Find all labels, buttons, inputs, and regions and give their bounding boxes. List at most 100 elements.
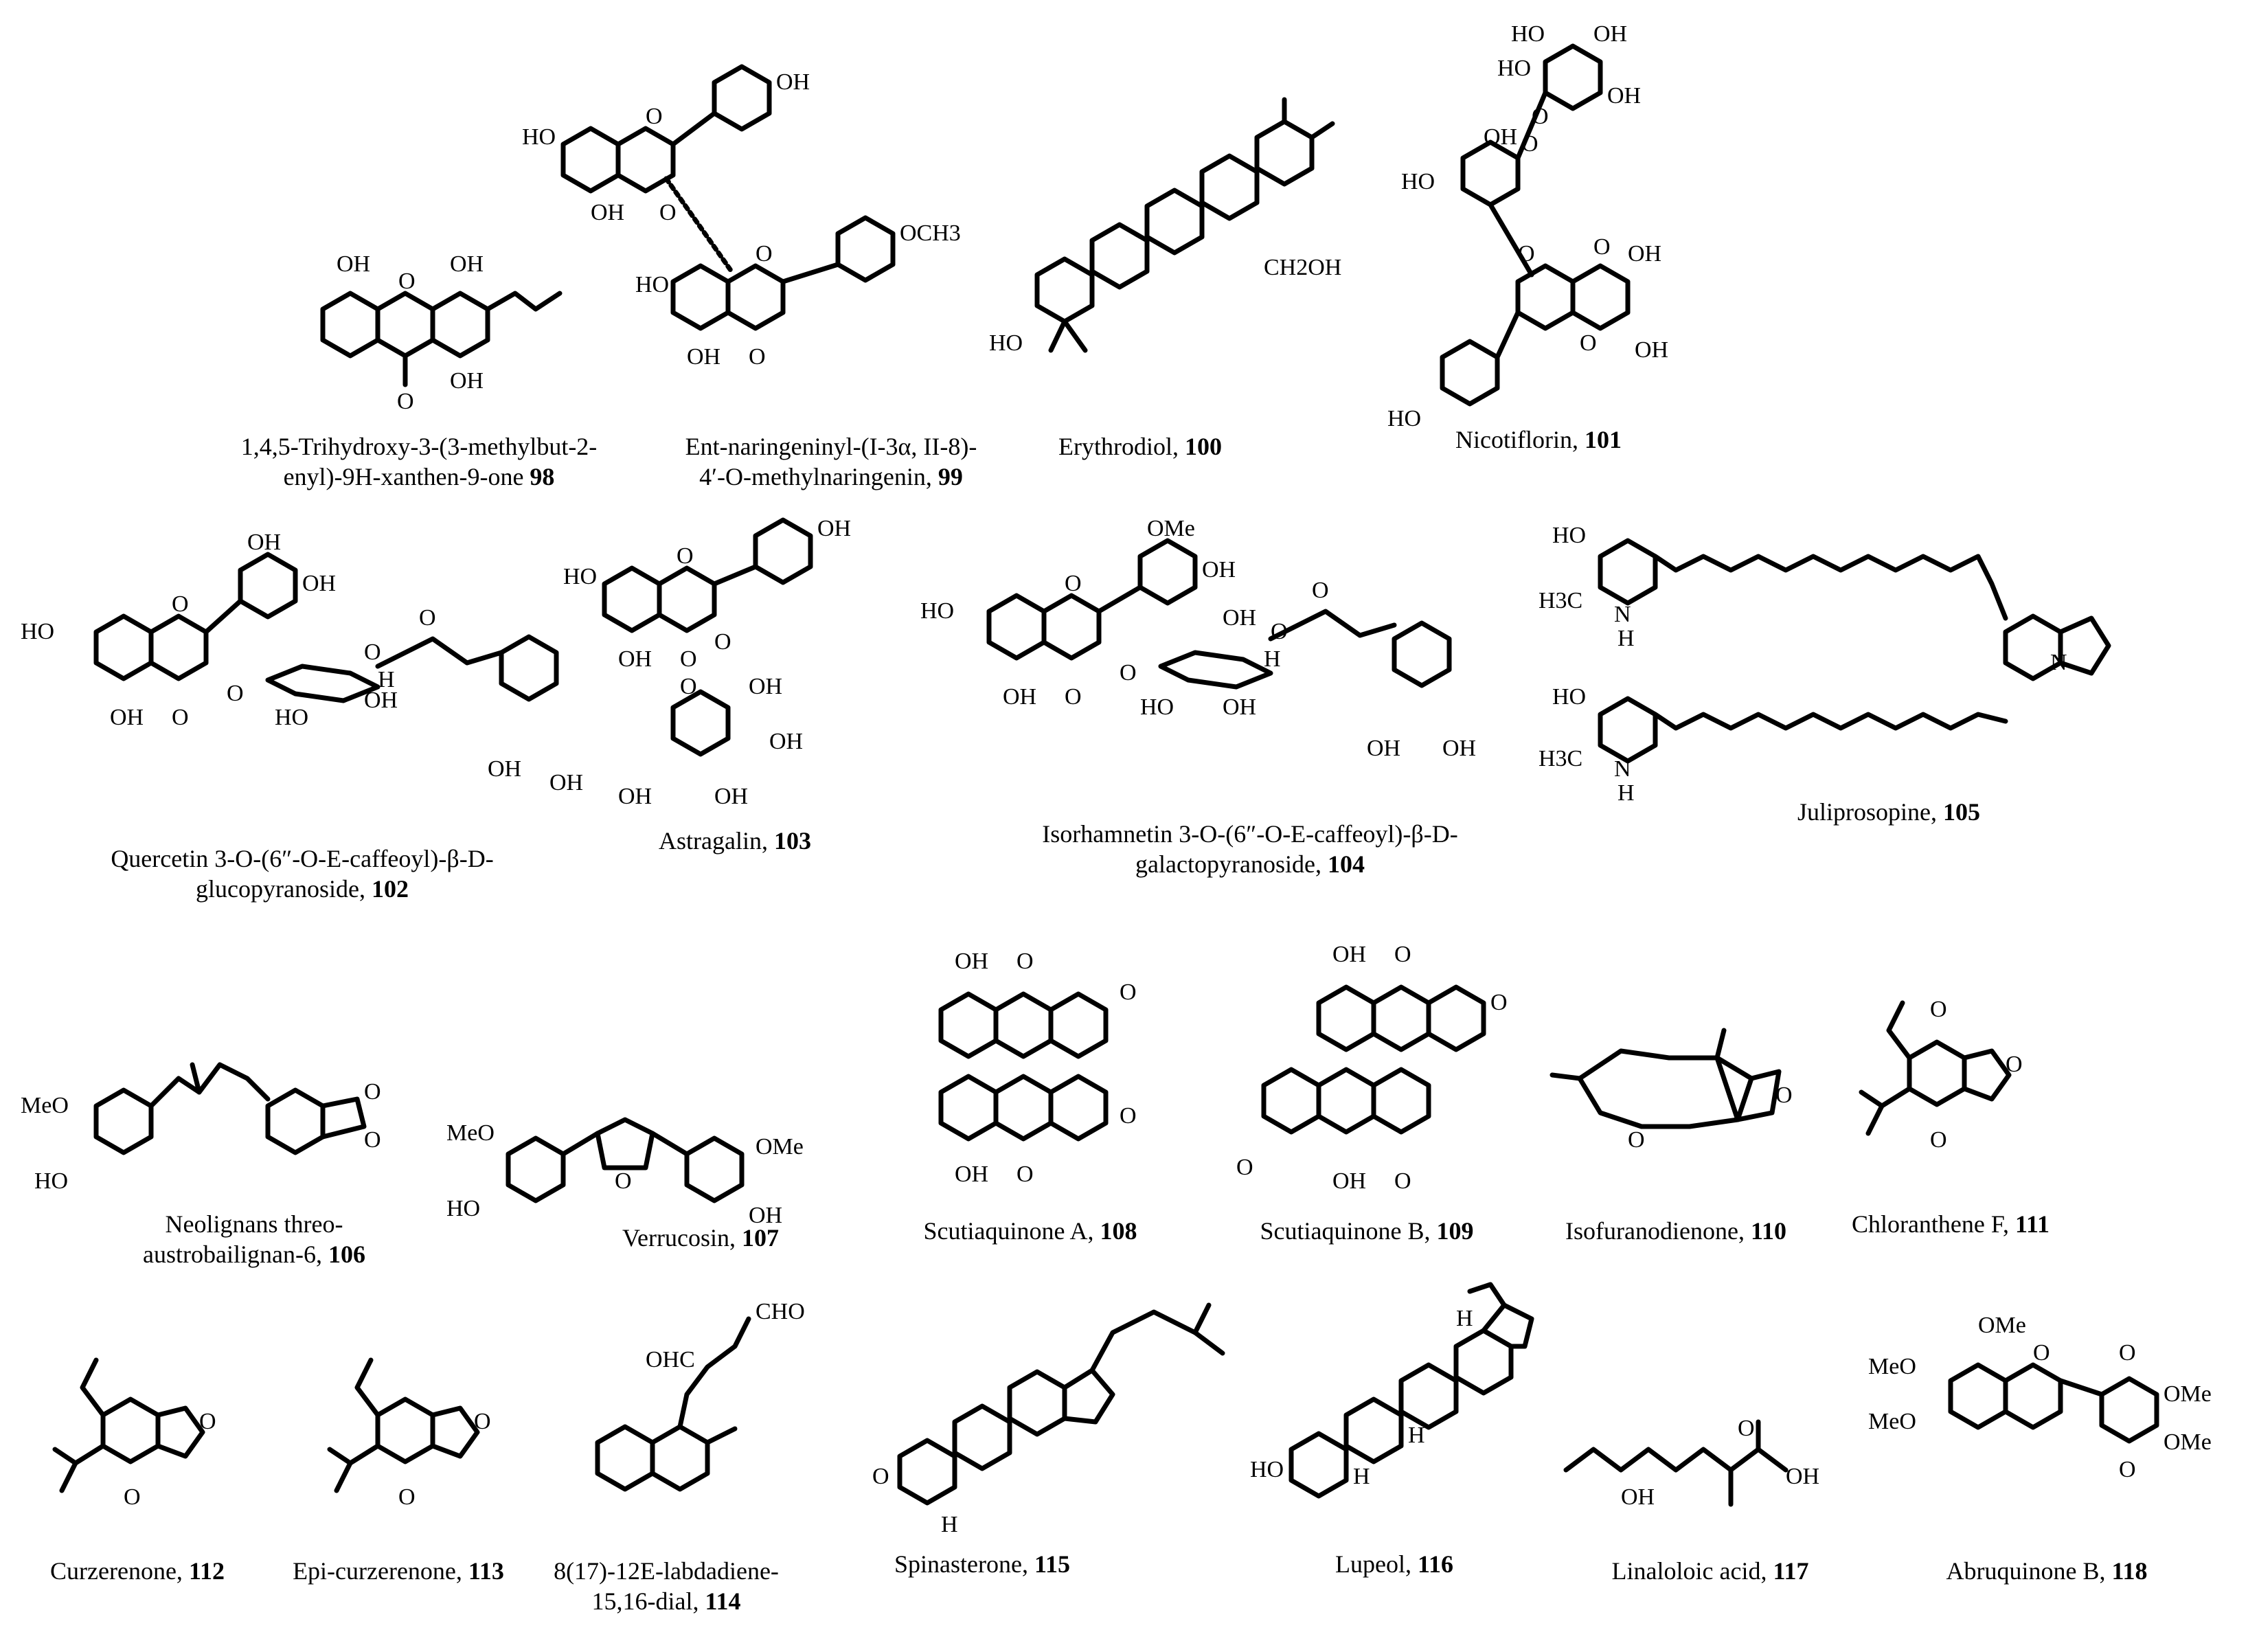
svg-text:OH: OH (1367, 736, 1400, 761)
svg-text:OHC: OHC (646, 1347, 695, 1372)
svg-text:O: O (199, 1409, 216, 1434)
caption-116: Lupeol, 116 (1335, 1550, 1453, 1578)
svg-text:O: O (756, 241, 773, 267)
svg-text:HO: HO (1497, 56, 1531, 81)
svg-text:O: O (659, 200, 677, 225)
caption-98: 1,4,5-Trihydroxy-3-(3-methylbut-2- enyl)… (240, 433, 598, 490)
structure-103: HO OH O OH O O O OH OH OH OH (549, 515, 907, 824)
caption-111: Chloranthene F, 111 (1851, 1210, 2050, 1238)
svg-text:O: O (364, 640, 381, 665)
svg-text:O: O (227, 681, 244, 706)
caption-100: Erythrodiol, 100 (1058, 433, 1222, 460)
svg-text:OMe: OMe (2164, 1429, 2212, 1455)
svg-text:OH: OH (1621, 1484, 1655, 1510)
svg-text:O: O (1521, 131, 1539, 157)
svg-text:OH: OH (1607, 83, 1641, 109)
structure-99: HO O OH OH O HO O OCH3 OH O (522, 55, 1030, 419)
svg-text:HO: HO (21, 619, 54, 644)
svg-text:O: O (1775, 1083, 1793, 1108)
svg-text:H: H (1264, 646, 1281, 672)
svg-text:HO: HO (989, 330, 1023, 356)
svg-text:OH: OH (618, 646, 652, 672)
caption-113: Epi-curzerenone, 113 (293, 1557, 504, 1585)
structure-117: OH O OH (1552, 1415, 1841, 1552)
structure-110: O O (1532, 1010, 1806, 1202)
svg-text:OH: OH (769, 729, 803, 754)
svg-text:O: O (1394, 1168, 1411, 1194)
svg-text:O: O (646, 104, 663, 129)
svg-text:MeO: MeO (446, 1120, 495, 1146)
structure-111: O O O (1820, 975, 2081, 1202)
svg-text:O: O (474, 1409, 491, 1434)
caption-117: Linaloloic acid, 117 (1611, 1557, 1809, 1585)
svg-text:O: O (1532, 104, 1549, 129)
svg-text:O: O (172, 591, 189, 617)
svg-text:CH2OH: CH2OH (1264, 255, 1341, 280)
svg-text:O: O (1120, 980, 1137, 1005)
svg-text:HO: HO (920, 598, 954, 624)
svg-text:OH: OH (749, 1203, 782, 1228)
structure-101: HO OH O OH HO OH HO O O OH OH O HO O (1374, 14, 1758, 433)
svg-text:O: O (1930, 1127, 1947, 1153)
svg-text:O: O (1394, 942, 1411, 967)
svg-text:O: O (1271, 619, 1288, 644)
caption-102: Quercetin 3-O-(6″-O-E-caffeoyl)-β-D- glu… (111, 845, 494, 903)
svg-text:N: N (2050, 650, 2067, 675)
svg-text:HO: HO (635, 272, 669, 297)
svg-text:H: H (1617, 626, 1635, 651)
svg-text:OMe: OMe (1978, 1313, 2026, 1338)
svg-text:OH: OH (450, 368, 484, 394)
svg-text:OH: OH (687, 344, 720, 370)
svg-text:O: O (2119, 1457, 2136, 1482)
svg-text:OH: OH (1786, 1464, 1819, 1489)
svg-text:HO: HO (446, 1196, 480, 1221)
svg-text:HO: HO (1401, 169, 1435, 194)
svg-text:O: O (714, 629, 731, 655)
svg-text:O: O (615, 1168, 632, 1194)
structure-109: OH O O O OH O (1216, 934, 1525, 1236)
svg-text:O: O (1017, 1162, 1034, 1187)
svg-text:CHO: CHO (756, 1299, 805, 1324)
svg-text:O: O (1065, 571, 1082, 596)
svg-text:O: O (749, 344, 766, 370)
svg-text:OH: OH (1628, 241, 1661, 267)
caption-110: Isofuranodienone, 110 (1565, 1217, 1786, 1245)
svg-text:HO: HO (1552, 684, 1586, 710)
structure-107: MeO HO O OMe OH (433, 1078, 859, 1236)
caption-103: Astragalin, 103 (659, 827, 811, 855)
svg-text:HO: HO (34, 1168, 68, 1194)
svg-text:OH: OH (302, 571, 336, 596)
svg-text:OH: OH (1003, 684, 1036, 710)
svg-text:O: O (2119, 1340, 2136, 1366)
structure-106: MeO HO O O (21, 1030, 405, 1223)
svg-text:MeO: MeO (21, 1093, 69, 1118)
structure-112: O O (14, 1346, 261, 1539)
svg-text:OH: OH (337, 251, 370, 277)
svg-text:O: O (398, 269, 416, 294)
caption-112: Curzerenone, 112 (50, 1557, 225, 1585)
svg-text:HO: HO (522, 124, 556, 150)
svg-text:O: O (2006, 1052, 2023, 1077)
svg-text:OH: OH (817, 516, 851, 541)
svg-text:O: O (1593, 234, 1611, 260)
svg-text:OH: OH (1223, 694, 1256, 720)
svg-text:O: O (872, 1464, 889, 1489)
svg-text:HO: HO (1250, 1457, 1284, 1482)
svg-text:OH: OH (1223, 605, 1256, 631)
svg-text:H: H (1617, 780, 1635, 806)
svg-text:HO: HO (1552, 523, 1586, 548)
structure-116: HO H H H (1236, 1278, 1566, 1552)
structure-118: OMe MeO MeO O O OMe OMe O (1854, 1305, 2239, 1546)
svg-text:O: O (398, 1484, 416, 1510)
svg-text:MeO: MeO (1868, 1354, 1916, 1379)
structure-114: OHC CHO (570, 1291, 845, 1559)
svg-text:OH: OH (488, 756, 521, 782)
svg-text:OH: OH (1332, 1168, 1366, 1194)
structure-115: O H (852, 1285, 1305, 1559)
svg-text:O: O (1236, 1155, 1253, 1180)
svg-text:O: O (677, 543, 694, 569)
svg-text:HO: HO (1511, 21, 1545, 47)
svg-text:O: O (2033, 1340, 2050, 1366)
svg-text:OH: OH (1442, 736, 1476, 761)
svg-text:HO: HO (275, 705, 308, 730)
